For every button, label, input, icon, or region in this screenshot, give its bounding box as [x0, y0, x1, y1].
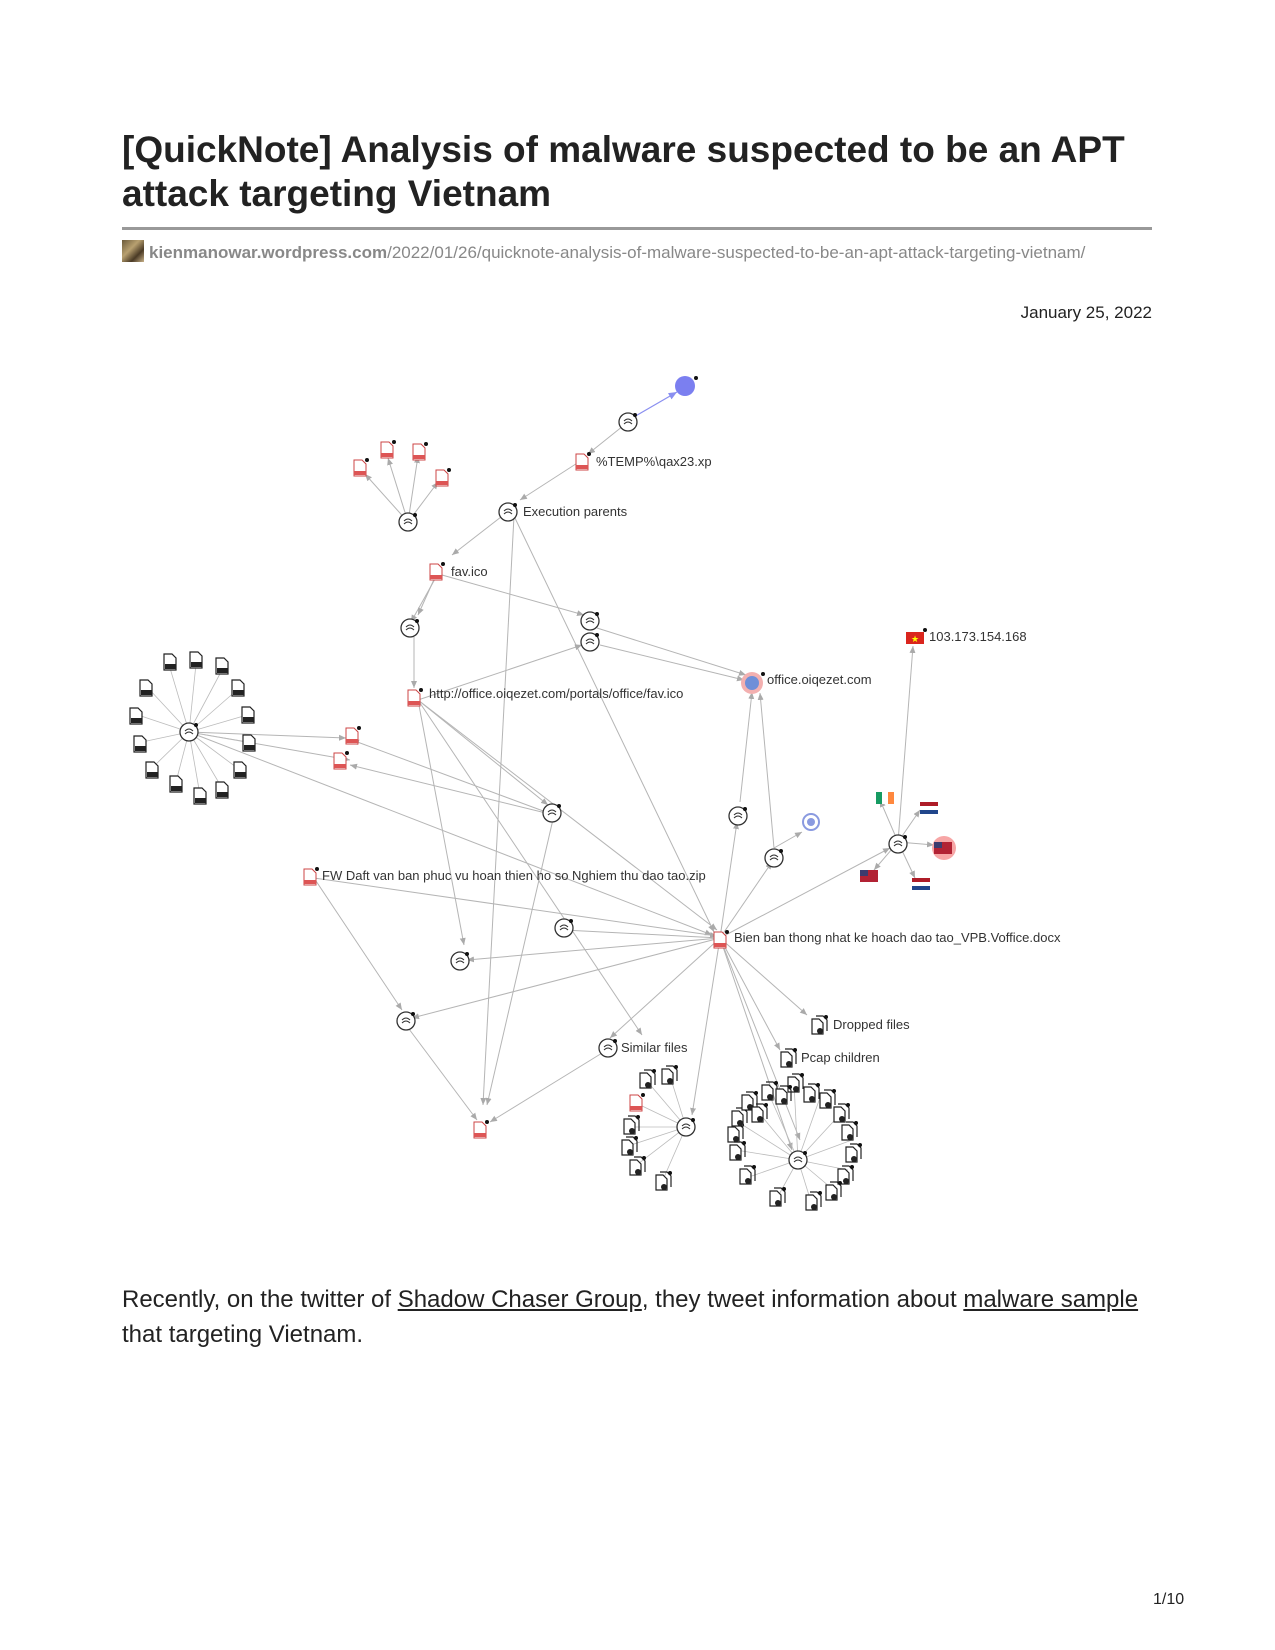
pcap-children-node[interactable]: Pcap children [780, 1047, 880, 1068]
article-date: January 25, 2022 [1020, 303, 1152, 322]
shadow-chaser-link[interactable]: Shadow Chaser Group [397, 1286, 642, 1313]
article-title: [QuickNote] Analysis of malware suspecte… [122, 129, 1125, 214]
ip-node[interactable]: ★ 103.173.154.168 [906, 628, 1027, 644]
paragraph-text: , they tweet information about [641, 1286, 964, 1313]
intro-paragraph: Recently, on the twitter of Shadow Chase… [122, 1282, 1162, 1352]
paragraph-text: that targeting Vietnam. [122, 1321, 364, 1348]
svg-text:Execution parents: Execution parents [523, 504, 628, 519]
svg-text:Pcap children: Pcap children [801, 1050, 880, 1065]
svg-text:%TEMP%\qax23.xp: %TEMP%\qax23.xp [596, 454, 712, 469]
svg-text:office.oiqezet.com: office.oiqezet.com [767, 672, 872, 687]
title-divider [122, 227, 1152, 230]
source-url[interactable]: kienmanowar.wordpress.com/2022/01/26/qui… [122, 240, 1162, 265]
temp-node[interactable]: %TEMP%\qax23.xp [575, 451, 712, 471]
svg-text:★: ★ [911, 634, 919, 644]
svg-text:fav.ico: fav.ico [451, 564, 488, 579]
svg-text:http://office.oiqezet.com/port: http://office.oiqezet.com/portals/office… [429, 686, 683, 701]
domain-node[interactable]: office.oiqezet.com [741, 672, 872, 694]
dropped-files-node[interactable]: Dropped files [811, 1014, 910, 1035]
execution-parents-node[interactable]: Execution parents [498, 502, 628, 522]
flags-icon [860, 792, 956, 890]
paragraph-text: Recently, on the twitter of [122, 1286, 398, 1313]
fav-ico-node[interactable]: fav.ico [429, 561, 488, 581]
globe-node-icon[interactable] [802, 813, 820, 831]
source-path: /2022/01/26/quicknote-analysis-of-malwar… [387, 243, 1086, 262]
url-node[interactable]: http://office.oiqezet.com/portals/office… [407, 686, 683, 707]
svg-text:FW Daft van ban phuc vu hoan t: FW Daft van ban phuc vu hoan thien ho so… [322, 868, 706, 883]
page-number: 1/10 [1153, 1591, 1185, 1608]
svg-text:103.173.154.168: 103.173.154.168 [929, 629, 1027, 644]
docx-node[interactable]: Bien ban thong nhat ke hoach dao tao_VPB… [713, 929, 1061, 949]
svg-text:Bien ban thong nhat ke hoach d: Bien ban thong nhat ke hoach dao tao_VPB… [734, 930, 1061, 945]
svg-text:Dropped files: Dropped files [833, 1017, 910, 1032]
site-favicon-icon [122, 240, 144, 262]
blue-node-icon[interactable] [675, 376, 698, 396]
source-domain: kienmanowar.wordpress.com [149, 243, 388, 262]
malware-sample-link[interactable]: malware sample [963, 1286, 1139, 1313]
relationship-graph: %TEMP%\qax23.xp Execution parents fav.ic… [129, 376, 1061, 1211]
zip-node[interactable]: FW Daft van ban phuc vu hoan thien ho so… [303, 866, 706, 886]
svg-text:Similar files: Similar files [621, 1040, 688, 1055]
similar-files-node[interactable]: Similar files [598, 1038, 688, 1058]
